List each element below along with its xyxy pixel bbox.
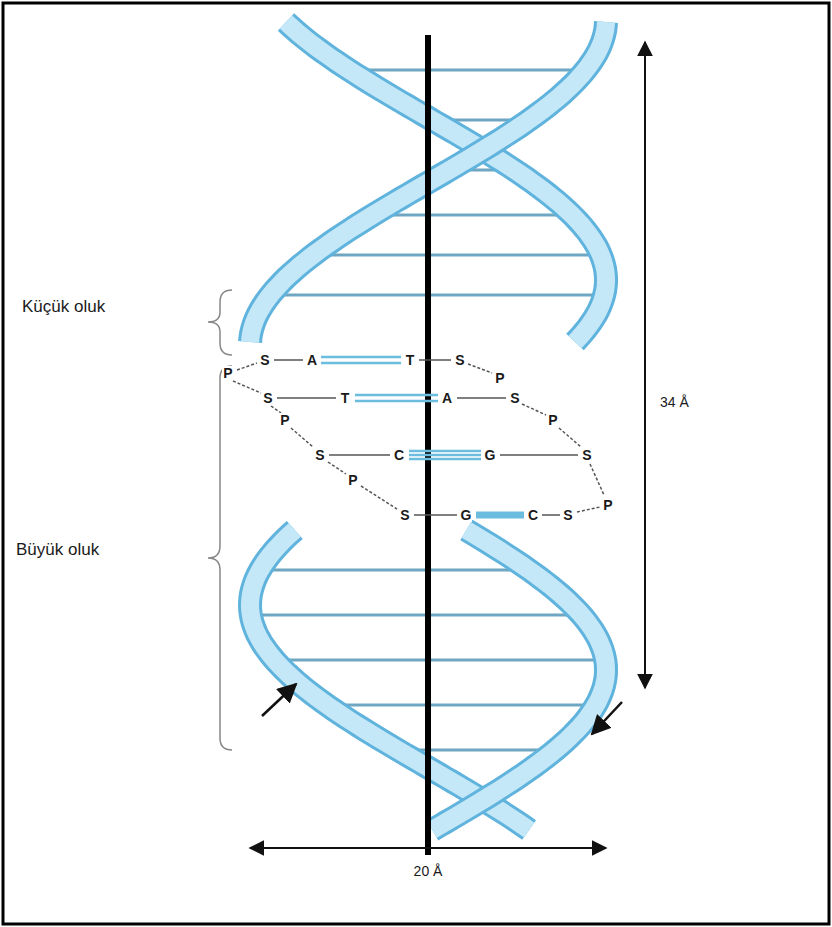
- base-pair-rung: [275, 659, 606, 662]
- nucleotide-letter: S: [509, 391, 520, 405]
- base-pair-rung: [260, 569, 529, 572]
- nucleotide-letter: P: [279, 413, 290, 427]
- groove-label: Küçük oluk: [22, 298, 105, 315]
- dimension-label: 34 Å: [660, 395, 689, 409]
- major-groove-brace: [208, 366, 232, 750]
- nucleotide-letter: P: [222, 366, 233, 380]
- dimension-label: 20 Å: [414, 864, 443, 878]
- diameter-arrow: [250, 847, 606, 849]
- nucleotide-letter: S: [399, 508, 410, 522]
- hydrogen-bonds: [321, 357, 524, 515]
- nucleotide-letter: C: [527, 508, 539, 522]
- nucleotide-letter: P: [347, 473, 358, 487]
- minor-groove-brace: [208, 290, 232, 355]
- nucleotide-letter: T: [405, 353, 416, 367]
- backbone-links: [233, 360, 604, 515]
- strand-direction-arrow: [262, 684, 296, 716]
- nucleotide-letter: S: [581, 448, 592, 462]
- base-pair-rung: [251, 614, 582, 617]
- strand-direction-arrow: [592, 702, 622, 734]
- sugar-phosphate-ribbon: [432, 530, 606, 830]
- nucleotide-letter: S: [314, 448, 325, 462]
- nucleotide-letter: C: [393, 448, 405, 462]
- pitch-arrow: [644, 42, 646, 688]
- base-pair-rung: [373, 214, 572, 217]
- nucleotide-letter: T: [340, 391, 351, 405]
- nucleotide-letter: P: [494, 371, 505, 385]
- base-pair-rung: [313, 254, 601, 257]
- groove-label: Büyük oluk: [16, 541, 99, 558]
- base-pair-rung: [349, 69, 585, 72]
- base-pair-rung: [327, 704, 596, 707]
- nucleotide-letter: A: [306, 353, 318, 367]
- frame: [3, 3, 829, 924]
- base-pair-rung: [270, 294, 604, 297]
- nucleotide-letter: A: [441, 391, 453, 405]
- helix-axis: [425, 35, 431, 855]
- nucleotide-letter: P: [602, 498, 613, 512]
- nucleotide-letter: G: [460, 508, 473, 522]
- nucleotide-letter: S: [562, 508, 573, 522]
- sugar-phosphate-ribbon: [432, 530, 606, 830]
- nucleotide-letter: G: [484, 448, 497, 462]
- nucleotide-letter: P: [547, 413, 558, 427]
- nucleotide-letter: S: [259, 353, 270, 367]
- nucleotide-letter: S: [454, 353, 465, 367]
- nucleotide-letter: S: [262, 391, 273, 405]
